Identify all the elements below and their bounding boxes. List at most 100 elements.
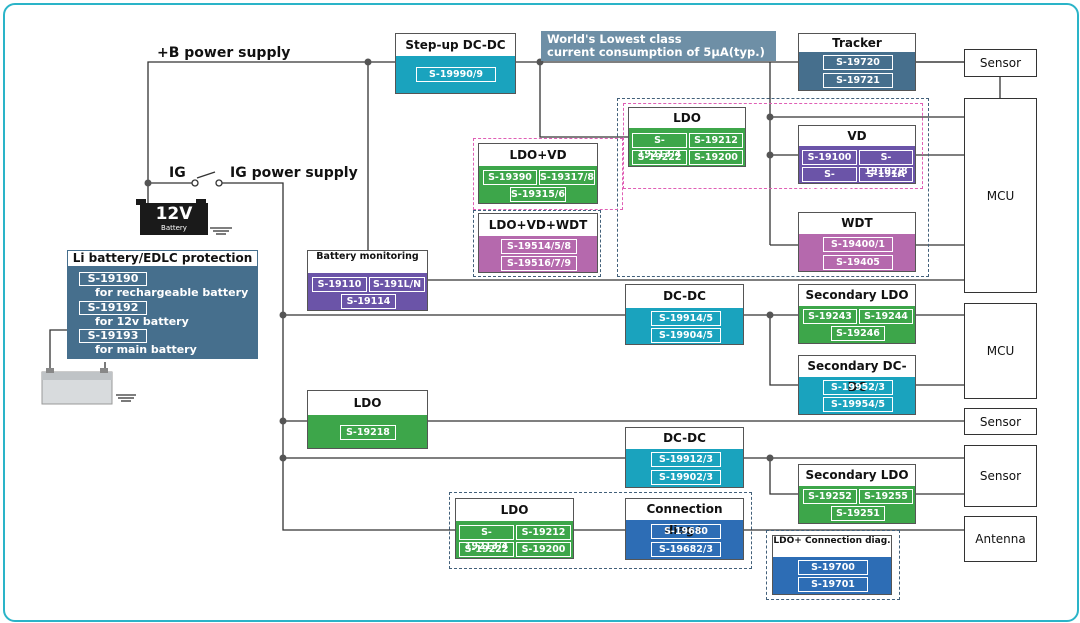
connection-diag-block: Connection diag+ S-19680 S-19682/3 (625, 498, 744, 560)
wdt-part-1: S-19400/1 (823, 237, 893, 252)
ldo-vd-wdt-part-1: S-19514/5/8 (501, 239, 577, 254)
secondary-ldo-2-part-2: S-19255 (859, 489, 913, 504)
ldo-connection-diag-title: LDO+ Connection diag. (773, 536, 891, 557)
battery-sub-label: Battery (161, 224, 187, 232)
battery-monitoring-block: Battery monitoring S-19110 S-191L/N S-19… (307, 250, 428, 311)
li-part-2: S-19192 (79, 301, 147, 315)
ldo-top-part-2: S-19212 (689, 133, 743, 148)
dcdc-1-part-1: S-19914/5 (651, 311, 721, 326)
secondary-dcdc-title: Secondary DC-DC (799, 356, 915, 394)
li-part-1: S-19190 (79, 272, 147, 286)
dcdc-1-part-2: S-19904/5 (651, 328, 721, 343)
antenna-box: Antenna (964, 516, 1037, 562)
ldo-bottom-title: LDO (456, 499, 573, 521)
conn-diag-group-outline (449, 492, 752, 569)
dcdc-2-part-2: S-19902/3 (651, 470, 721, 485)
mcu-box-2: MCU (964, 303, 1037, 399)
vd-part-4: S-191A (859, 167, 913, 182)
battery-12v-label: 12V (155, 204, 193, 224)
ldo-vd-wdt-block: LDO+VD+WDT S-19514/5/8 S-19516/7/9 (478, 213, 598, 273)
tracker-title: Tracker (799, 34, 915, 52)
vd-part-1: S-19100 (802, 150, 857, 165)
ldo-vd-group-outline (623, 103, 923, 189)
secondary-dcdc-part-2: S-19954/5 (823, 397, 893, 412)
vd-part-2: S-19102/8 (859, 150, 913, 177)
secondary-ldo-1-title: Secondary LDO (799, 285, 915, 306)
ldo-vd-wdt-part-2: S-19516/7/9 (501, 256, 577, 271)
ig-label: IG (169, 165, 186, 181)
ldo-vd-part-3: S-19315/6 (510, 187, 566, 202)
li-battery-icon (41, 368, 113, 405)
li-desc-3: for main battery (95, 343, 197, 356)
connection-diag-part-2: S-19682/3 (651, 542, 721, 557)
li-battery-protection-block: Li battery/EDLC protection S-19190 for r… (67, 250, 258, 359)
b-power-supply-label: +B power supply (157, 45, 291, 61)
ldo-vd-wdt-outline (473, 210, 601, 277)
ldo-top-part-4: S-19200 (689, 150, 743, 165)
li-part-3: S-19193 (79, 329, 147, 343)
ldo-bottom-part-1: S-19213/4 (459, 525, 514, 552)
note-line-2: current consumption of 5μA(typ.) (547, 45, 765, 59)
ldo-mid-title: LDO (308, 391, 427, 415)
stepup-part-1: S-19990/9 (416, 67, 496, 82)
ldo-bottom-block: LDO S-19213/4 S-19212 S-19222 S-19200 (455, 498, 574, 559)
dcdc-2-block: DC-DC S-19912/3 S-19902/3 (625, 427, 744, 488)
ldo-conn-outline (766, 530, 900, 600)
battmon-part-1: S-19110 (312, 277, 367, 292)
sensor-box-1: Sensor (964, 49, 1037, 77)
sensor-box-2: Sensor (964, 408, 1037, 435)
secondary-ldo-2-part-1: S-19252 (803, 489, 857, 504)
low-current-note: World's Lowest class current consumption… (541, 31, 776, 61)
sensor-box-3: Sensor (964, 445, 1037, 507)
ldo-top-title: LDO (629, 108, 745, 128)
li-desc-1: for rechargeable battery (95, 286, 249, 299)
ldo-connection-diag-block: LDO+ Connection diag. S-19700 S-19701 (772, 535, 892, 595)
ldo-top-part-1: S-19213/4 (632, 133, 687, 160)
tracker-part-2: S-19721 (823, 73, 893, 88)
ldo-mid-block: LDO S-19218 (307, 390, 428, 449)
ldo-vd-title: LDO+VD (479, 144, 597, 166)
tracker-part-1: S-19720 (823, 55, 893, 70)
secondary-ldo-1-part-2: S-19244 (859, 309, 913, 324)
secondary-ldo-1-part-3: S-19246 (831, 326, 885, 341)
regulator-group-outline (617, 98, 929, 277)
ldo-bottom-part-3: S-19222 (459, 542, 514, 557)
secondary-ldo-1-block: Secondary LDO S-19243 S-19244 S-19246 (798, 284, 916, 344)
note-line-1: World's Lowest class (547, 32, 682, 46)
dcdc-1-title: DC-DC (626, 285, 743, 308)
dcdc-2-title: DC-DC (626, 428, 743, 449)
battery-12v-icon (136, 199, 208, 235)
ldo-connection-diag-part-1: S-19700 (798, 560, 868, 575)
tracker-block: Tracker S-19720 S-19721 (798, 33, 916, 91)
ldo-top-part-3: S-19222 (632, 150, 687, 165)
dcdc-1-block: DC-DC S-19914/5 S-19904/5 (625, 284, 744, 345)
vd-block: VD S-19100 S-19102/8 S-19103/9 S-191A (798, 125, 916, 194)
battmon-part-2: S-191L/N (369, 277, 425, 292)
ldo-vd-outline (473, 138, 623, 210)
ldo-mid-part-1: S-19218 (340, 425, 396, 440)
ldo-top-block: LDO S-19213/4 S-19212 S-19222 S-19200 (628, 107, 746, 167)
ldo-vd-part-2: S-19317/8 (539, 170, 595, 185)
connection-diag-title: Connection diag+ (626, 499, 743, 537)
li-protection-title: Li battery/EDLC protection (67, 250, 258, 267)
secondary-dcdc-part-1: S-19952/3 (823, 380, 893, 395)
stepup-title: Step-up DC-DC (396, 34, 515, 56)
secondary-ldo-2-block: Secondary LDO S-19252 S-19255 S-19251 (798, 464, 916, 524)
ldo-vd-wdt-title: LDO+VD+WDT (479, 214, 597, 236)
ldo-bottom-part-4: S-19200 (516, 542, 571, 557)
wdt-block: WDT S-19400/1 S-19405 (798, 212, 916, 272)
ldo-bottom-part-2: S-19212 (516, 525, 571, 540)
dcdc-2-part-1: S-19912/3 (651, 452, 721, 467)
ldo-vd-part-1: S-19390 (483, 170, 537, 185)
battery-monitoring-title: Battery monitoring (308, 251, 427, 273)
battmon-part-3: S-19114 (341, 294, 396, 309)
mcu-box-1: MCU (964, 98, 1037, 293)
ig-power-supply-label: IG power supply (230, 165, 358, 181)
ldo-connection-diag-part-2: S-19701 (798, 577, 868, 592)
wdt-title: WDT (799, 213, 915, 234)
connection-diag-part-1: S-19680 (651, 524, 721, 539)
wdt-part-2: S-19405 (823, 255, 893, 270)
stepup-dcdc-block: Step-up DC-DC S-19990/9 (395, 33, 516, 94)
secondary-ldo-2-part-3: S-19251 (831, 506, 885, 521)
secondary-ldo-1-part-1: S-19243 (803, 309, 857, 324)
